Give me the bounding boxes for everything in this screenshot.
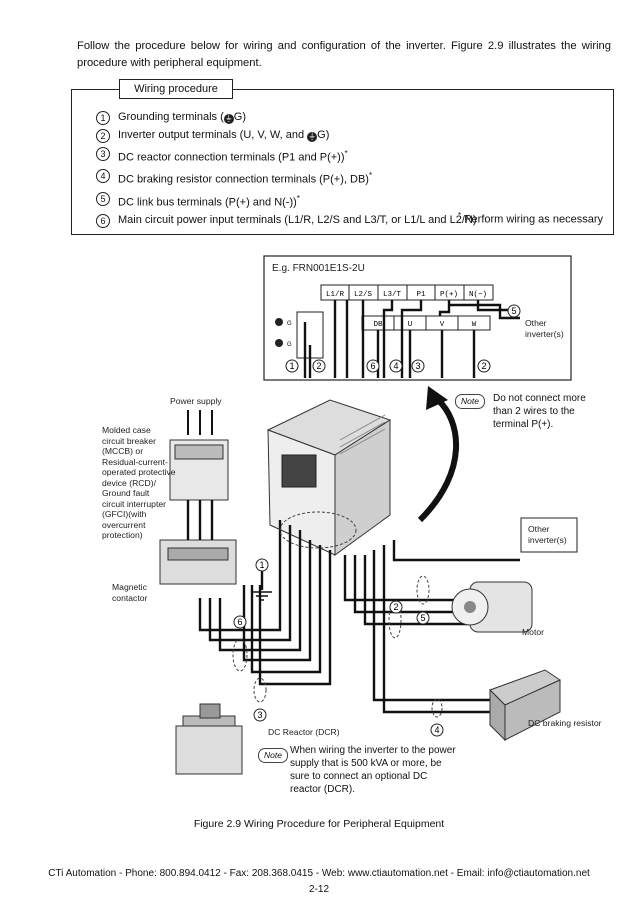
terminal-label: P1 bbox=[416, 291, 426, 299]
step-mark: 3 bbox=[257, 710, 262, 720]
terminal-label: DB bbox=[373, 321, 383, 329]
braking-resistor-label: DC braking resistor bbox=[528, 718, 602, 728]
terminal-label: L3/T bbox=[383, 291, 402, 299]
step-mark: 2 bbox=[481, 361, 486, 371]
step-gnd-letter: G bbox=[233, 111, 243, 123]
footnote: * Perform wiring as necessary bbox=[458, 211, 603, 226]
step-mark: 4 bbox=[393, 361, 398, 371]
wiring-step: 2 Inverter output terminals (U, V, W, an… bbox=[96, 127, 477, 145]
step-mark: 3 bbox=[415, 361, 420, 371]
other-inverters-top-label: Other inverter(s) bbox=[525, 318, 564, 339]
braking-resistor-drawing bbox=[489, 669, 562, 742]
step-text: DC reactor connection terminals (P1 and … bbox=[118, 151, 345, 164]
note-dc-reactor: When wiring the inverter to the power su… bbox=[290, 745, 456, 795]
step-mark: 2 bbox=[393, 602, 398, 612]
breaker-label: Molded case circuit breaker (MCCB) or Re… bbox=[102, 425, 176, 540]
asterisk: * bbox=[296, 193, 300, 203]
other-inverters-right-label: Other inverter(s) bbox=[528, 524, 567, 545]
contactor-drawing bbox=[159, 539, 237, 585]
earth-icon bbox=[252, 591, 272, 601]
power-supply-label: Power supply bbox=[170, 396, 222, 406]
terminal-block-frame bbox=[263, 255, 572, 381]
asterisk: * bbox=[344, 148, 348, 158]
inverter-drawing bbox=[266, 399, 392, 556]
step-number: 1 bbox=[96, 111, 110, 125]
step-text: Inverter output terminals (U, V, W, and bbox=[118, 128, 308, 141]
step-mark: 6 bbox=[237, 617, 242, 627]
step-number: 3 bbox=[96, 146, 110, 161]
terminal-label: U bbox=[408, 321, 413, 329]
curved-arrow bbox=[417, 397, 460, 523]
step-text: DC link bus terminals (P(+) and N(-)) bbox=[118, 196, 297, 209]
wiring-step: 5 DC link bus terminals (P(+) and N(-))* bbox=[96, 190, 477, 212]
other-inverters-box bbox=[520, 517, 578, 553]
step-mark: 2 bbox=[316, 361, 321, 371]
step-marks: 1 2 6 4 3 2 5 bbox=[285, 304, 521, 373]
asterisk: * bbox=[458, 211, 462, 220]
asterisk: * bbox=[368, 171, 373, 181]
ground-label: G bbox=[287, 321, 292, 327]
footnote-text: Perform wiring as necessary bbox=[464, 213, 603, 226]
wiring-step: 4 DC braking resistor connection termina… bbox=[96, 167, 477, 189]
step-number: 5 bbox=[96, 191, 110, 206]
step-gnd-letter: G bbox=[317, 128, 326, 141]
ground-terminals: G G bbox=[275, 311, 324, 359]
contactor-label: Magnetic contactor bbox=[112, 582, 148, 603]
step-number: 2 bbox=[96, 128, 110, 143]
dc-reactor-drawing bbox=[175, 703, 243, 775]
ground-icon: ⏚ bbox=[307, 131, 318, 142]
wiring-steps-list: 1 Grounding terminals (⏚G) 2 Inverter ou… bbox=[96, 109, 477, 230]
motor-label: Motor bbox=[522, 627, 544, 637]
bottom-terminals: DB U V W bbox=[361, 315, 491, 331]
step-number: 4 bbox=[96, 169, 110, 184]
figure-step-marks: 6 3 2 5 4 1 bbox=[233, 558, 444, 737]
page-footer: CTi Automation - Phone: 800.894.0412 - F… bbox=[48, 868, 590, 879]
step-mark: 6 bbox=[370, 361, 375, 371]
top-terminals: L1/R L2/S L3/T P1 P(+) N(−) bbox=[320, 284, 494, 301]
figure-caption: Figure 2.9 Wiring Procedure for Peripher… bbox=[193, 818, 445, 830]
step-mark: 1 bbox=[259, 560, 264, 570]
step-text: Grounding terminals ( bbox=[118, 111, 224, 123]
terminal-label: W bbox=[472, 321, 477, 329]
wiring-step: 1 Grounding terminals (⏚G) bbox=[96, 109, 477, 127]
note-badge: Note bbox=[455, 394, 485, 409]
wiring-step: 6 Main circuit power input terminals (L1… bbox=[96, 212, 477, 230]
step-mark: 5 bbox=[420, 613, 425, 623]
terminal-label: P(+) bbox=[440, 291, 458, 299]
terminal-label: L2/S bbox=[354, 291, 373, 299]
step-text: Main circuit power input terminals (L1/R… bbox=[118, 213, 477, 226]
note-p-plus: Do not connect more than 2 wires to the … bbox=[493, 393, 586, 430]
wiring-procedure-box: Wiring procedure 1 Grounding terminals (… bbox=[71, 79, 614, 235]
breaker-drawing bbox=[169, 410, 229, 501]
ground-label: G bbox=[287, 342, 292, 348]
dc-reactor-label: DC Reactor (DCR) bbox=[268, 727, 340, 737]
arrow-head bbox=[426, 386, 448, 410]
step-text-end: ) bbox=[242, 111, 247, 123]
step-text: DC braking resistor connection terminals… bbox=[118, 173, 369, 186]
main-wires bbox=[186, 500, 520, 714]
step-mark: 1 bbox=[289, 361, 294, 371]
model-label: E.g. FRN001E1S-2U bbox=[272, 263, 365, 274]
terminal-label: V bbox=[440, 321, 445, 329]
note-badge: Note bbox=[258, 748, 288, 763]
terminal-label: N(−) bbox=[469, 291, 487, 299]
wire-group-marks bbox=[232, 511, 443, 718]
terminal-label: L1/R bbox=[326, 291, 345, 299]
step-text-end: ) bbox=[325, 128, 330, 141]
wiring-step: 3 DC reactor connection terminals (P1 an… bbox=[96, 145, 477, 167]
step-mark: 4 bbox=[434, 725, 439, 735]
page-number: 2-12 bbox=[308, 884, 329, 895]
wiring-procedure-title: Wiring procedure bbox=[119, 79, 233, 99]
intro-paragraph: Follow the procedure below for wiring an… bbox=[77, 40, 611, 69]
step-number: 6 bbox=[96, 213, 110, 228]
ground-icon: ⏚ bbox=[223, 114, 234, 124]
motor-drawing bbox=[451, 581, 533, 633]
step-mark: 5 bbox=[511, 306, 516, 316]
